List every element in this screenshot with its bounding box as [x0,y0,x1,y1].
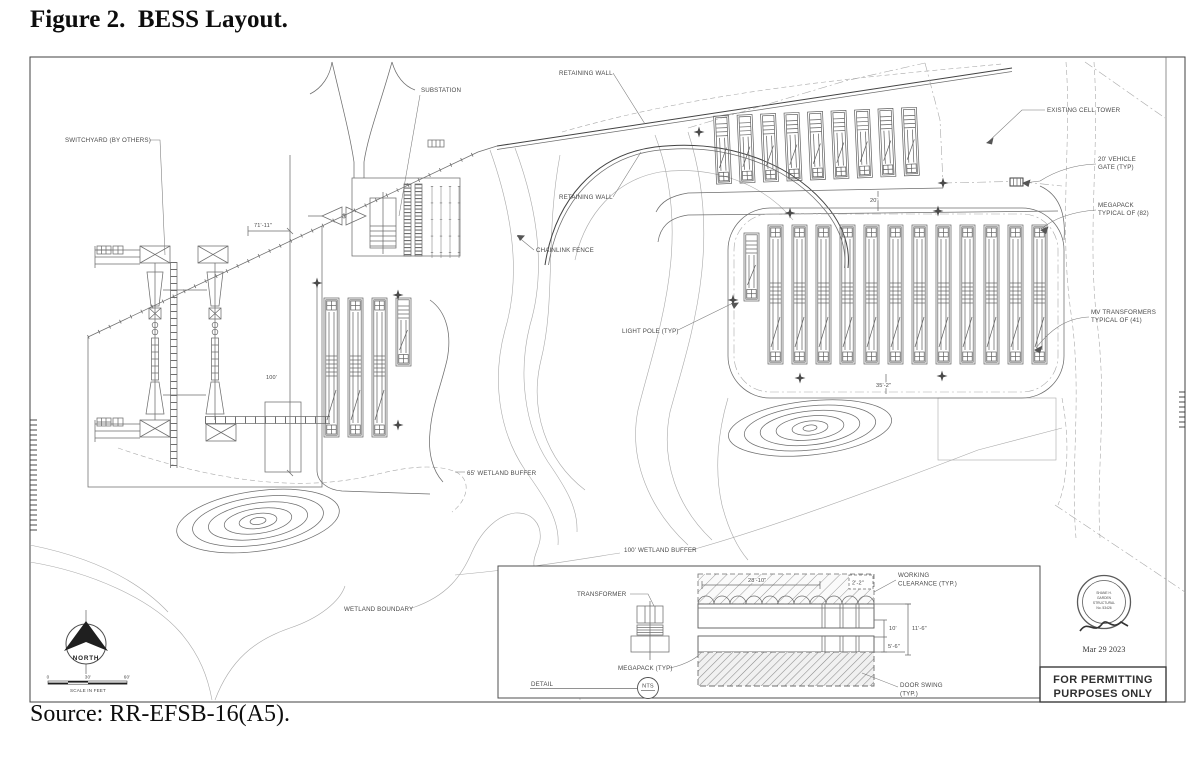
detail-label-door-swing-1: DOOR SWING [900,682,943,689]
north-label: NORTH [73,655,99,662]
label-mv-transformers-1: MV TRANSFORMERS [1091,309,1156,316]
detail-inset: TRANSFORMER MEGAPACK (TYP) DETAIL NTS [497,565,1041,699]
scale-mid: 30' [85,675,91,680]
detail-dim-2-2: 2'-2" [852,581,864,587]
detail-dim-11-6: 11'-6" [912,626,927,632]
wetland-buffer-100-line-w [454,552,621,576]
label-wetland-boundary: WETLAND BOUNDARY [344,606,413,613]
stamp-seal-name: SHANE H. [1096,591,1112,595]
scale-end: 60' [124,675,130,680]
bay-column-b [205,263,225,420]
yard-road-loop [727,207,1065,399]
label-megapack-1: MEGAPACK [1098,202,1135,209]
graded-pad-outline [937,397,1057,461]
retaining-wall-north [496,67,1013,147]
detail-label-transformer: TRANSFORMER [577,591,627,598]
vehicle-gate-symbol [1009,177,1024,187]
dim-20: 20' [870,198,878,204]
bus-dotted-lines [430,186,461,258]
dim-100: 100' [266,375,277,381]
detail-transformer-drawing [630,601,670,660]
label-vehicle-gate-2: GATE (TYP) [1098,164,1134,171]
label-wetland-buffer-65: 65' WETLAND BUFFER [467,470,537,477]
north-arrow-pointer [64,621,108,651]
detail-dim-10: 10' [889,626,897,632]
label-vehicle-gate-1: 20' VEHICLE [1098,156,1136,163]
switchyard-equipment [94,245,330,473]
north-arrow: NORTH [64,610,108,674]
callouts: SWITCHYARD (BY OTHERS) SUBSTATION RETAIN… [65,70,1156,613]
switchyard-fence [87,226,323,488]
plan-dimensions: 71'-11" 100' 20' 35'-2" [247,155,892,477]
detail-label-working-clearance-2: CLEARANCE (TYP.) [898,581,957,588]
megapack-array-central [316,285,450,495]
label-wetland-buffer-100: 100' WETLAND BUFFER [624,547,697,554]
stamp-signature [1079,621,1129,632]
detail-dim-28-10: 28'-10" [748,578,766,584]
megapack-array-northeast [655,62,1065,243]
dim-71-11: 71'-11" [254,223,272,229]
right-edge-hatch [1179,391,1185,428]
permit-text-2: PURPOSES ONLY [1054,688,1153,700]
label-existing-cell-tower: EXISTING CELL TOWER [1047,107,1121,114]
terrain-contours [29,61,1186,701]
label-retaining-wall-upper: RETAINING WALL [559,70,613,77]
label-mv-transformers-2: TYPICAL OF (41) [1091,317,1142,324]
figure-caption: Figure 2. BESS Layout. [30,6,288,33]
stamp-seal-name2: GARDEN [1097,596,1112,600]
fences-walls [87,67,1013,488]
label-megapack-2: TYPICAL OF (82) [1098,210,1149,217]
wetland-mound-east [728,399,892,457]
permit-text-1: FOR PERMITTING [1053,674,1153,686]
detail-label-detail: DETAIL [531,681,554,688]
megapack-array-southeast [727,207,1065,399]
label-retaining-wall-lower: RETAINING WALL [559,194,613,201]
scale-zero: 0 [47,675,50,680]
stamp-seal-title: STRUCTURAL [1093,601,1115,605]
lattice-structures [139,245,237,442]
label-switchyard: SWITCHYARD (BY OTHERS) [65,137,151,144]
detail-section: 28'-10" 2'-2" 10' 11'-6" 5'-6" WORKING C… [697,572,957,698]
detail-label-working-clearance-1: WORKING [898,572,929,579]
permit-box [1039,666,1167,703]
wetland-buffer-100-line-e [694,427,1063,550]
wetland-mound-west [176,488,340,554]
yard-fence [733,213,1059,393]
stamp-date: Mar 29 2023 [1083,645,1126,654]
dim-35-2: 35'-2" [876,383,891,389]
wetland-buffer-65-line [117,447,467,513]
label-substation: SUBSTATION [421,87,461,94]
figure-source: Source: RR-EFSB-16(A5). [30,701,290,727]
bay-column-a [145,263,165,420]
switchgear-combs [403,183,423,257]
duct-bank [205,416,330,424]
retaining-wall-dome [544,144,849,269]
label-light-pole: LIGHT POLE (TYP) [622,328,679,335]
scale-caption: SCALE IN FEET [70,688,106,693]
bus-stub-bottom-left [94,417,140,442]
sheet-border [29,56,1186,703]
cable-ladder-vertical [170,262,178,468]
detail-nts: NTS [642,684,654,690]
detail-label-megapack: MEGAPACK (TYP) [618,665,673,672]
pe-stamp: SHANE H. GARDEN STRUCTURAL No. 53426 Mar… [1039,574,1167,703]
left-edge-hatch [30,419,37,531]
control-building [264,401,302,473]
label-chainlink-fence: CHAINLINK FENCE [536,247,594,254]
detail-dim-5-6: 5'-6" [888,644,900,650]
detail-label-door-swing-2: (TYP.) [900,691,918,698]
access-road [309,61,416,178]
substation-equipment [308,183,461,258]
scale-bar: 0 30' 60' SCALE IN FEET [47,675,130,694]
stamp-seal-number: No. 53426 [1096,606,1111,610]
bus-stub-top-left [94,245,140,268]
